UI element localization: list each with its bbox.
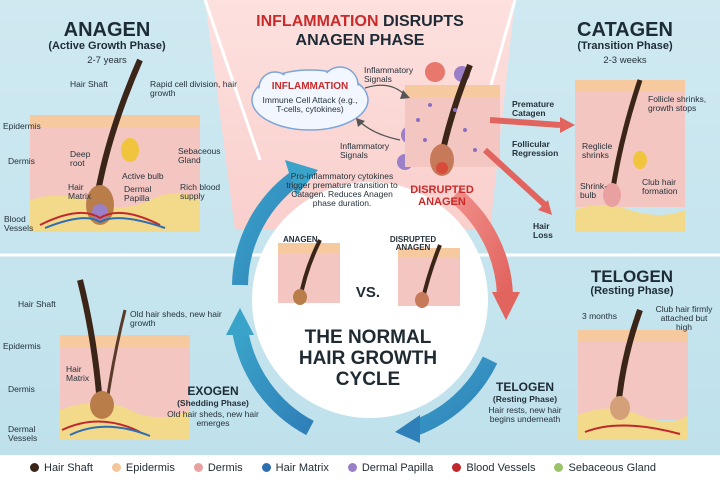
signals-top-label: Inflammatory Signals: [364, 65, 414, 84]
exogen-description: Old hair sheds, new hair emerges: [167, 409, 259, 428]
telogen-panel-title: TELOGEN: [590, 267, 674, 286]
center-anagen-label: ANAGEN: [283, 235, 318, 244]
legend-label: Dermis: [207, 461, 243, 474]
exogen-subtitle: (Shedding Phase): [177, 398, 249, 408]
legend-swatch: [554, 463, 564, 472]
premature-catagen-label: Premature Catagen: [512, 99, 555, 118]
anagen-hair-shaft-label: Hair Shaft: [70, 79, 108, 89]
disruption-arrows: [482, 117, 575, 215]
cloud-text: Immune Cell Attack (e.g., T-cells, cytok…: [262, 95, 358, 114]
cycle-title: THE NORMAL HAIR GROWTH CYCLE: [298, 327, 438, 390]
exogen-hair-matrix-label: Hair Matrix: [66, 364, 90, 383]
inflammation-description: Pro-inflammatory cytokines trigger prema…: [286, 171, 398, 208]
telogen-title: TELOGEN: [495, 380, 555, 394]
center-circle: [252, 182, 488, 418]
legend-label: Dermal Papilla: [361, 461, 434, 474]
inflammation-title-red: INFLAMMATION: [256, 13, 379, 30]
inflammation-title-rest: DISRUPTS: [378, 13, 464, 30]
catagen-shrink-bulb-label: Shrink-bulb: [580, 181, 607, 200]
inflammation-title: INFLAMMATION DISRUPTS: [256, 13, 464, 31]
anagen-deep-root-label: Deep root: [70, 149, 91, 168]
anagen-rich-blood-label: Rich blood supply: [180, 182, 221, 201]
legend-item-hair-matrix: Hair Matrix: [261, 461, 329, 474]
anagen-sebaceous-label: Sebaceous Gland: [178, 146, 221, 165]
inflammation-title-line2: ANAGEN PHASE: [295, 32, 425, 49]
catagen-subtitle: (Transition Phase): [577, 40, 673, 52]
exogen-follicle-illustration: [60, 279, 190, 440]
catagen-follicle-shrinks-label: Follicle shrinks, growth stops: [648, 94, 707, 113]
signals-bottom-label: Inflammatory Signals: [340, 141, 390, 160]
exogen-dermis-label: Dermis: [8, 384, 35, 394]
legend-swatch: [347, 463, 357, 472]
anagen-rapid-division-label: Rapid cell division, hair growth: [150, 79, 237, 98]
legend-item-blood-vessels: Blood Vessels: [452, 462, 535, 474]
legend-label: Hair Matrix: [275, 461, 329, 474]
anagen-title: ANAGEN: [63, 19, 151, 41]
exogen-hair-shaft-label: Hair Shaft: [18, 299, 56, 309]
catagen-title: CATAGEN: [577, 19, 673, 41]
cloud-title: INFLAMMATION: [271, 81, 349, 92]
telogen-club-hair-label: Club hair firmly attached but high: [655, 304, 713, 332]
diagram-artwork: [0, 0, 720, 455]
disrupted-anagen-label: DISRUPTED ANAGEN: [410, 184, 474, 208]
anagen-dermis-label: Dermis: [8, 156, 35, 166]
legend-item-dermis: Dermis: [193, 461, 243, 474]
center-disrupted-label: DISRUPTED ANAGEN: [389, 235, 437, 253]
legend-item-epidermis: Epidermis: [111, 461, 175, 474]
anagen-epidermis-label: Epidermis: [3, 121, 41, 131]
legend-label: Blood Vessels: [466, 461, 536, 474]
legend-swatch: [452, 463, 462, 472]
telogen-duration: 3 months: [582, 311, 617, 321]
legend-swatch: [30, 463, 39, 472]
telogen-panel-subtitle: (Resting Phase): [590, 285, 674, 297]
legend-label: Epidermis: [125, 461, 175, 474]
center-vs: VS.: [355, 284, 381, 301]
legend-swatch: [261, 463, 271, 472]
comparison-thumbnails: [278, 239, 460, 308]
anagen-active-bulb-label: Active bulb: [122, 171, 164, 181]
exogen-dermal-vessels-label: Dermal Vessels: [8, 424, 38, 443]
exogen-old-hair-label: Old hair sheds, new hair growth: [130, 309, 222, 328]
anagen-duration: 2-7 years: [87, 55, 127, 66]
anagen-blood-vessels-label: Blood Vessels: [4, 214, 34, 233]
catagen-reglicle-label: Reglicle shrinks: [582, 141, 613, 160]
hair-loss-label: Hair Loss: [533, 221, 553, 240]
legend: Hair Shaft Epidermis Dermis Hair Matrix …: [0, 455, 720, 480]
follicular-regression-label: Follicular Regression: [512, 139, 559, 158]
cycle-arrows: [226, 160, 520, 443]
legend-item-sebaceous-gland: Sebaceous Gland: [554, 461, 656, 474]
anagen-dermal-papilla-label: Dermal Papilla: [124, 184, 152, 203]
anagen-hair-matrix-label: Hair Matrix: [68, 182, 92, 201]
anagen-follicle-illustration: [30, 58, 200, 232]
anagen-subtitle: (Active Growth Phase): [48, 40, 166, 52]
exogen-title: EXOGEN: [187, 384, 239, 398]
telogen-description: Hair rests, new hair begins underneath: [488, 405, 562, 424]
disrupted-follicle-illustration: [405, 63, 500, 176]
legend-swatch: [193, 463, 203, 472]
catagen-club-hair-label: Club hair formation: [642, 177, 678, 196]
exogen-epidermis-label: Epidermis: [3, 341, 41, 351]
legend-label: Hair Shaft: [44, 461, 93, 474]
catagen-follicle-illustration: [575, 79, 685, 232]
catagen-duration: 2-3 weeks: [603, 55, 647, 66]
legend-swatch: [111, 463, 121, 472]
legend-item-hair-shaft: Hair Shaft: [30, 462, 93, 474]
telogen-follicle-illustration: [578, 308, 688, 440]
telogen-subtitle: (Resting Phase): [492, 394, 558, 404]
legend-item-dermal-papilla: Dermal Papilla: [347, 461, 434, 474]
legend-label: Sebaceous Gland: [568, 461, 656, 474]
inflammation-cloud: [251, 66, 369, 131]
